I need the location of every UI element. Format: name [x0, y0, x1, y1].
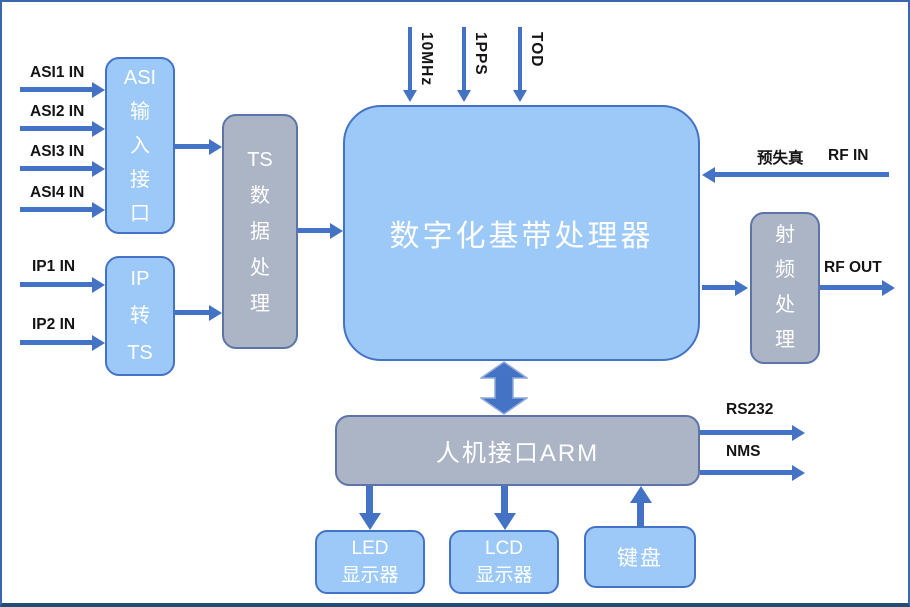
asi-interface-label: ASI 输 入 接 口 — [123, 66, 157, 225]
ip-to-ts-label: IP 转 TS — [127, 267, 153, 364]
arrow-asi3-in — [20, 166, 92, 171]
block-rf-processing: 射 频 处 理 — [750, 212, 820, 364]
label-rs232: RS232 — [726, 401, 774, 418]
arrow-ts-to-baseband — [298, 228, 330, 233]
arrow-asi-to-ts — [175, 144, 209, 149]
arrow-asi4-in — [20, 207, 92, 212]
block-asi-input-interface: ASI 输 入 接 口 — [105, 57, 175, 234]
arrow-tod — [518, 27, 522, 90]
led-display-label: LED 显示器 — [341, 538, 399, 586]
arrow-keyboard-to-arm — [637, 503, 644, 526]
label-rf-in: RF IN — [828, 147, 869, 164]
arrow-ip1-in — [20, 282, 92, 287]
block-ts-data-processing: TS 数 据 处 理 — [222, 114, 298, 349]
baseband-processor-label: 数字化基带处理器 — [389, 220, 654, 253]
arrow-ip-to-ts — [175, 310, 209, 315]
block-hmi-arm: 人机接口ARM — [335, 415, 700, 486]
block-keyboard: 键盘 — [584, 526, 696, 588]
arrow-arm-to-lcd — [501, 486, 508, 513]
arrow-rf-in — [715, 172, 889, 177]
block-ip-to-ts: IP 转 TS — [105, 256, 175, 376]
block-baseband-processor: 数字化基带处理器 — [343, 105, 700, 361]
label-10mhz: 10MHz — [418, 32, 435, 87]
label-rf-out: RF OUT — [824, 259, 882, 276]
label-tod: TOD — [528, 32, 545, 68]
arrow-rf-out — [820, 285, 882, 290]
arrow-asi2-in — [20, 126, 92, 131]
arrow-1pps — [462, 27, 466, 90]
label-ip2-in: IP2 IN — [32, 316, 76, 333]
label-1pps: 1PPS — [472, 32, 489, 76]
block-led-display: LED 显示器 — [315, 530, 425, 594]
arrow-10mhz — [408, 27, 412, 90]
label-asi3-in: ASI3 IN — [30, 143, 85, 160]
arrow-rs232 — [700, 430, 792, 435]
arrow-arm-to-led — [366, 486, 373, 513]
label-ip1-in: IP1 IN — [32, 258, 76, 275]
hmi-arm-label: 人机接口ARM — [435, 440, 600, 467]
label-asi2-in: ASI2 IN — [30, 103, 85, 120]
label-predistortion: 预失真 — [757, 150, 804, 167]
keyboard-label: 键盘 — [617, 547, 663, 570]
label-nms: NMS — [726, 443, 761, 460]
lcd-display-label: LCD 显示器 — [475, 538, 533, 586]
block-lcd-display: LCD 显示器 — [449, 530, 559, 594]
label-asi1-in: ASI1 IN — [30, 64, 85, 81]
rf-processing-label: 射 频 处 理 — [775, 224, 795, 351]
arrow-nms — [700, 470, 792, 475]
arrow-ip2-in — [20, 340, 92, 345]
arrow-asi1-in — [20, 87, 92, 92]
arrow-baseband-to-rf — [702, 285, 735, 290]
bidirectional-arrow — [480, 361, 528, 415]
ts-processing-label: TS 数 据 处 理 — [247, 148, 273, 315]
label-asi4-in: ASI4 IN — [30, 184, 85, 201]
